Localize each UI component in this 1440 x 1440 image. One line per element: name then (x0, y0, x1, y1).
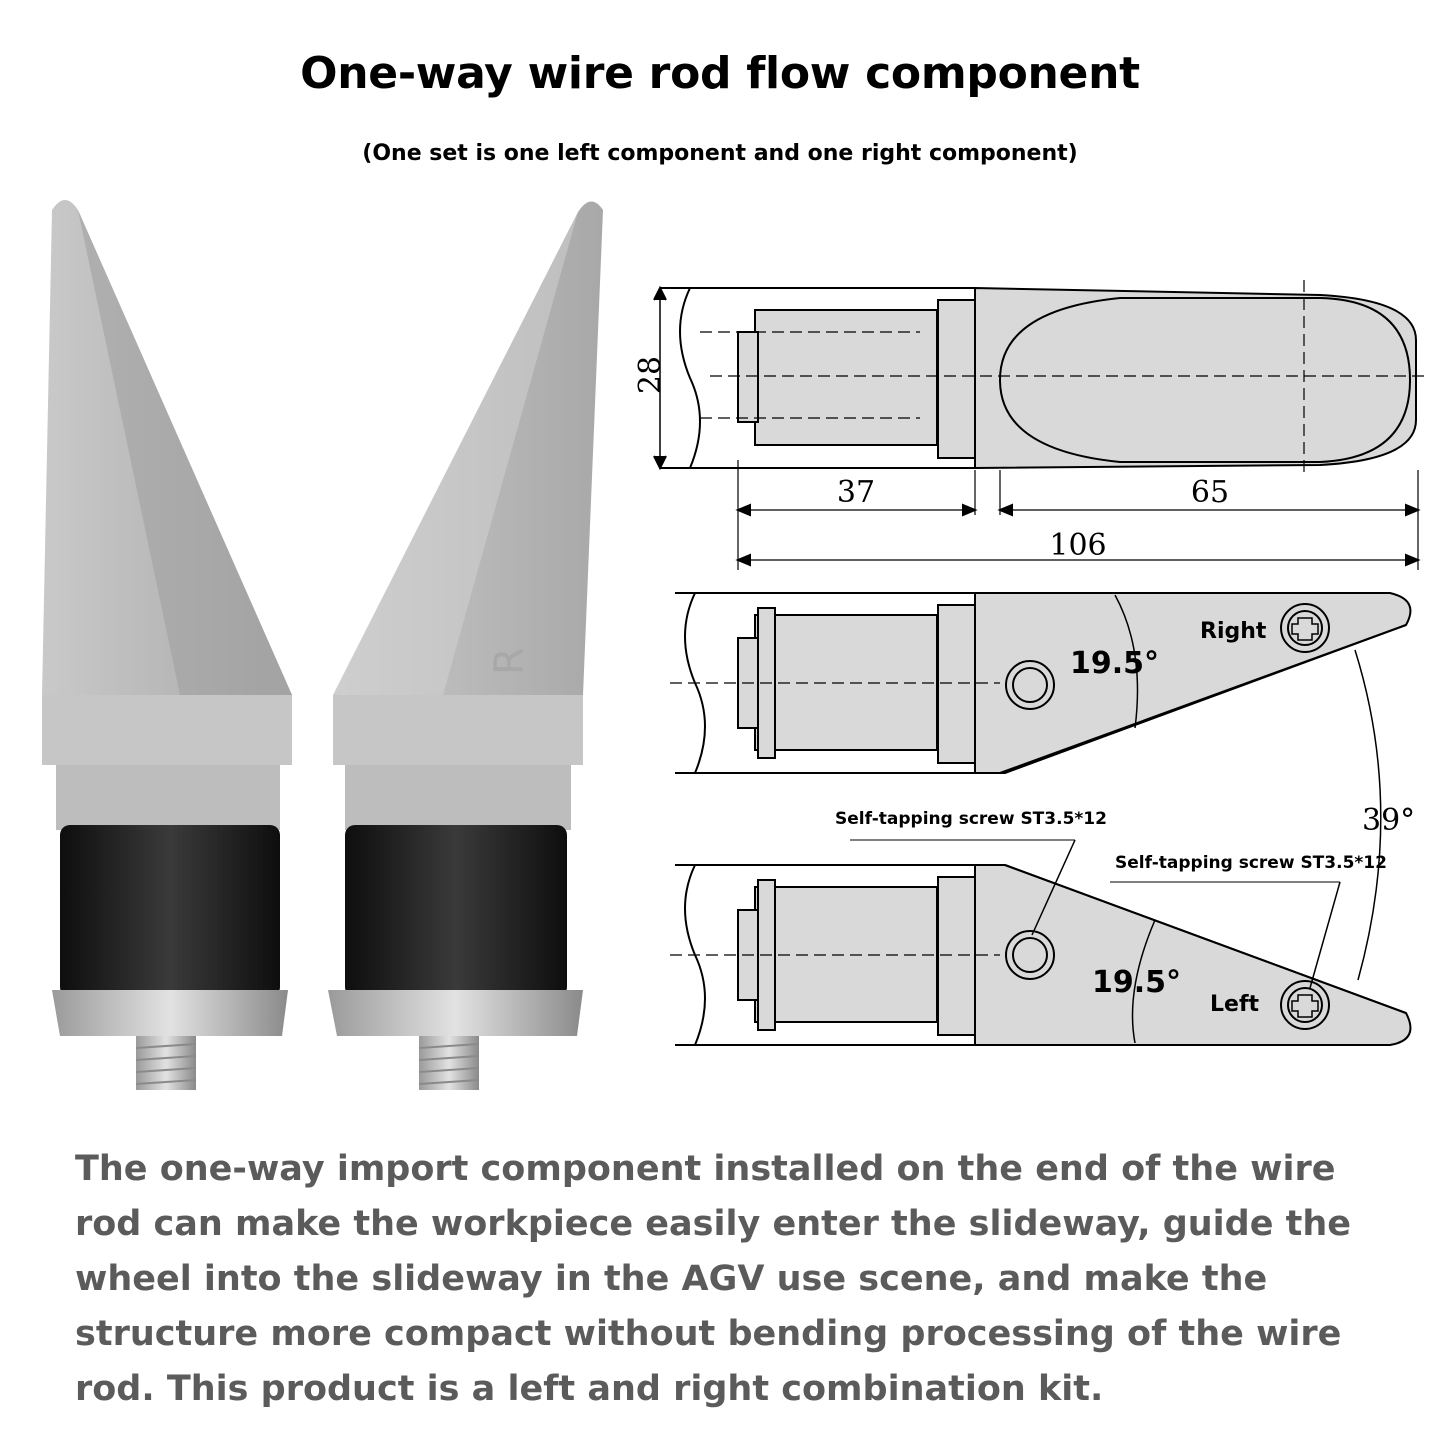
left-label: Left (1210, 992, 1260, 1017)
left-view (670, 839, 1412, 1046)
right-component-photo: R (328, 201, 603, 1090)
dim-height: 28 (633, 356, 668, 394)
product-photo: R (42, 200, 603, 1090)
dim-body: 37 (837, 475, 875, 510)
total-angle-arc (1354, 649, 1382, 981)
page-subtitle: (One set is one left component and one r… (362, 141, 1078, 166)
dim-total: 106 (1049, 528, 1106, 563)
technical-drawing: 28 37 65 106 19.5° Right 39° (633, 280, 1430, 1046)
angle-right-label: 19.5° (1070, 646, 1159, 681)
right-label: Right (1200, 619, 1267, 644)
right-view (670, 592, 1412, 774)
left-component-photo (42, 200, 292, 1090)
page-title: One-way wire rod flow component (300, 48, 1140, 99)
screw-label-1: Self-tapping screw ST3.5*12 (835, 809, 1107, 829)
svg-text:R: R (487, 647, 533, 675)
dim-head: 65 (1191, 475, 1229, 510)
screw-label-2: Self-tapping screw ST3.5*12 (1115, 853, 1387, 873)
angle-total-label: 39° (1362, 803, 1415, 838)
angle-left-label: 19.5° (1092, 965, 1181, 1000)
top-view (653, 280, 1430, 570)
description-text: The one-way import component installed o… (75, 1149, 1352, 1409)
